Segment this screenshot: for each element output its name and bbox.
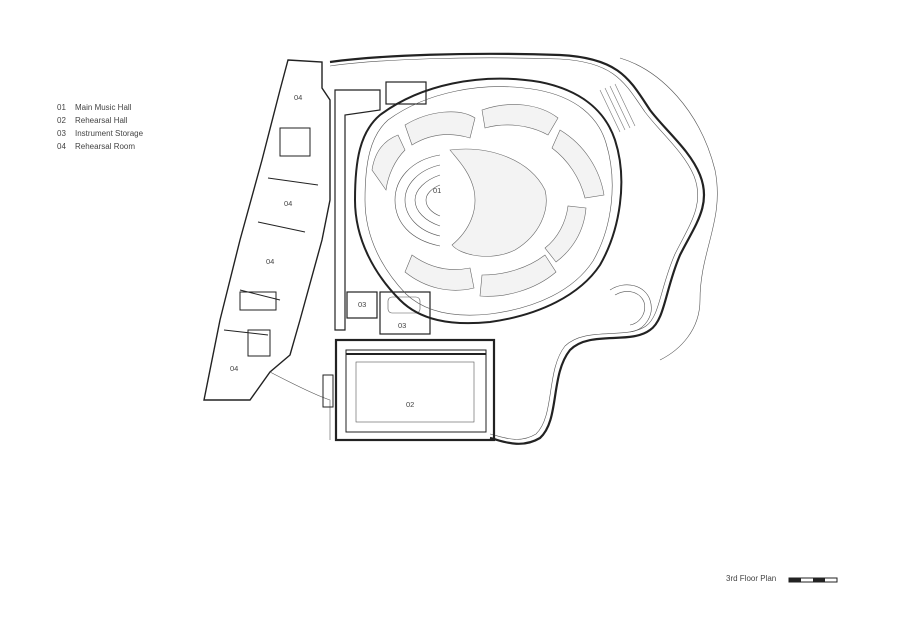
stage-arc-3 [425, 184, 441, 217]
entrance-stair [322, 374, 334, 408]
ramp-stripes [599, 83, 636, 133]
seat-block-top-1 [404, 111, 476, 146]
storage-room-a [346, 291, 378, 319]
seat-block-right-top [551, 129, 605, 199]
seat-block-top-2 [481, 104, 559, 136]
legend-number: 03 [57, 129, 66, 138]
room-label-rehearsal-room-3: 04 [266, 257, 274, 266]
legend-number: 02 [57, 116, 66, 125]
legend-row: 01 Main Music Hall [57, 101, 143, 114]
spiral-stair [609, 284, 652, 333]
seat-block-bottom-1 [404, 254, 475, 291]
legend-number: 04 [57, 142, 66, 151]
stair-core-2 [239, 291, 277, 311]
plan-title: 3rd Floor Plan [726, 574, 777, 583]
room-label-rehearsal-room-2: 04 [284, 199, 292, 208]
site-outer-curve [619, 57, 718, 361]
service-core [334, 89, 381, 331]
room-label-rehearsal-hall: 02 [406, 400, 414, 409]
room-label-storage-b: 03 [398, 321, 406, 330]
rehearsal-hall-outer [334, 338, 496, 442]
legend: 01 Main Music Hall 02 Rehearsal Hall 03 … [57, 101, 143, 153]
scale-bar [788, 577, 838, 583]
site-boundary [329, 52, 706, 445]
legend-label: Instrument Storage [75, 129, 144, 138]
main-hall-inner-shell [364, 86, 613, 316]
legend-label: Rehearsal Room [75, 142, 136, 151]
legend-label: Rehearsal Hall [75, 116, 128, 125]
stair-core-3 [247, 329, 271, 357]
legend-row: 03 Instrument Storage [57, 127, 143, 140]
seat-block-bottom-2 [479, 254, 557, 297]
storage-room-b [379, 291, 431, 335]
stage [394, 154, 441, 247]
rehearsal-hall-floor [355, 361, 475, 423]
stage-arc-2 [414, 174, 441, 227]
stalls [449, 148, 547, 257]
wing-divider-4 [223, 329, 269, 336]
main-hall-shell [353, 77, 623, 325]
walkway [269, 371, 331, 440]
storage-inner [387, 296, 421, 314]
legend-label: Main Music Hall [75, 103, 132, 112]
left-wing-outline [203, 59, 331, 401]
wing-divider-1 [267, 177, 319, 186]
room-label-rehearsal-room-1: 04 [294, 93, 302, 102]
stair-core-1 [279, 127, 311, 157]
wing-divider-2 [257, 221, 306, 233]
room-label-main-hall: 01 [433, 186, 441, 195]
room-label-storage-a: 03 [358, 300, 366, 309]
site-boundary-inner [329, 57, 698, 440]
stage-arc-1 [404, 164, 441, 237]
legend-row: 04 Rehearsal Room [57, 140, 143, 153]
rehearsal-hall-inner [345, 349, 487, 433]
seat-block-left [371, 134, 406, 191]
legend-row: 02 Rehearsal Hall [57, 114, 143, 127]
legend-number: 01 [57, 103, 66, 112]
top-service-box [385, 81, 427, 105]
room-label-rehearsal-room-4: 04 [230, 364, 238, 373]
seat-block-right-bottom [544, 205, 587, 263]
